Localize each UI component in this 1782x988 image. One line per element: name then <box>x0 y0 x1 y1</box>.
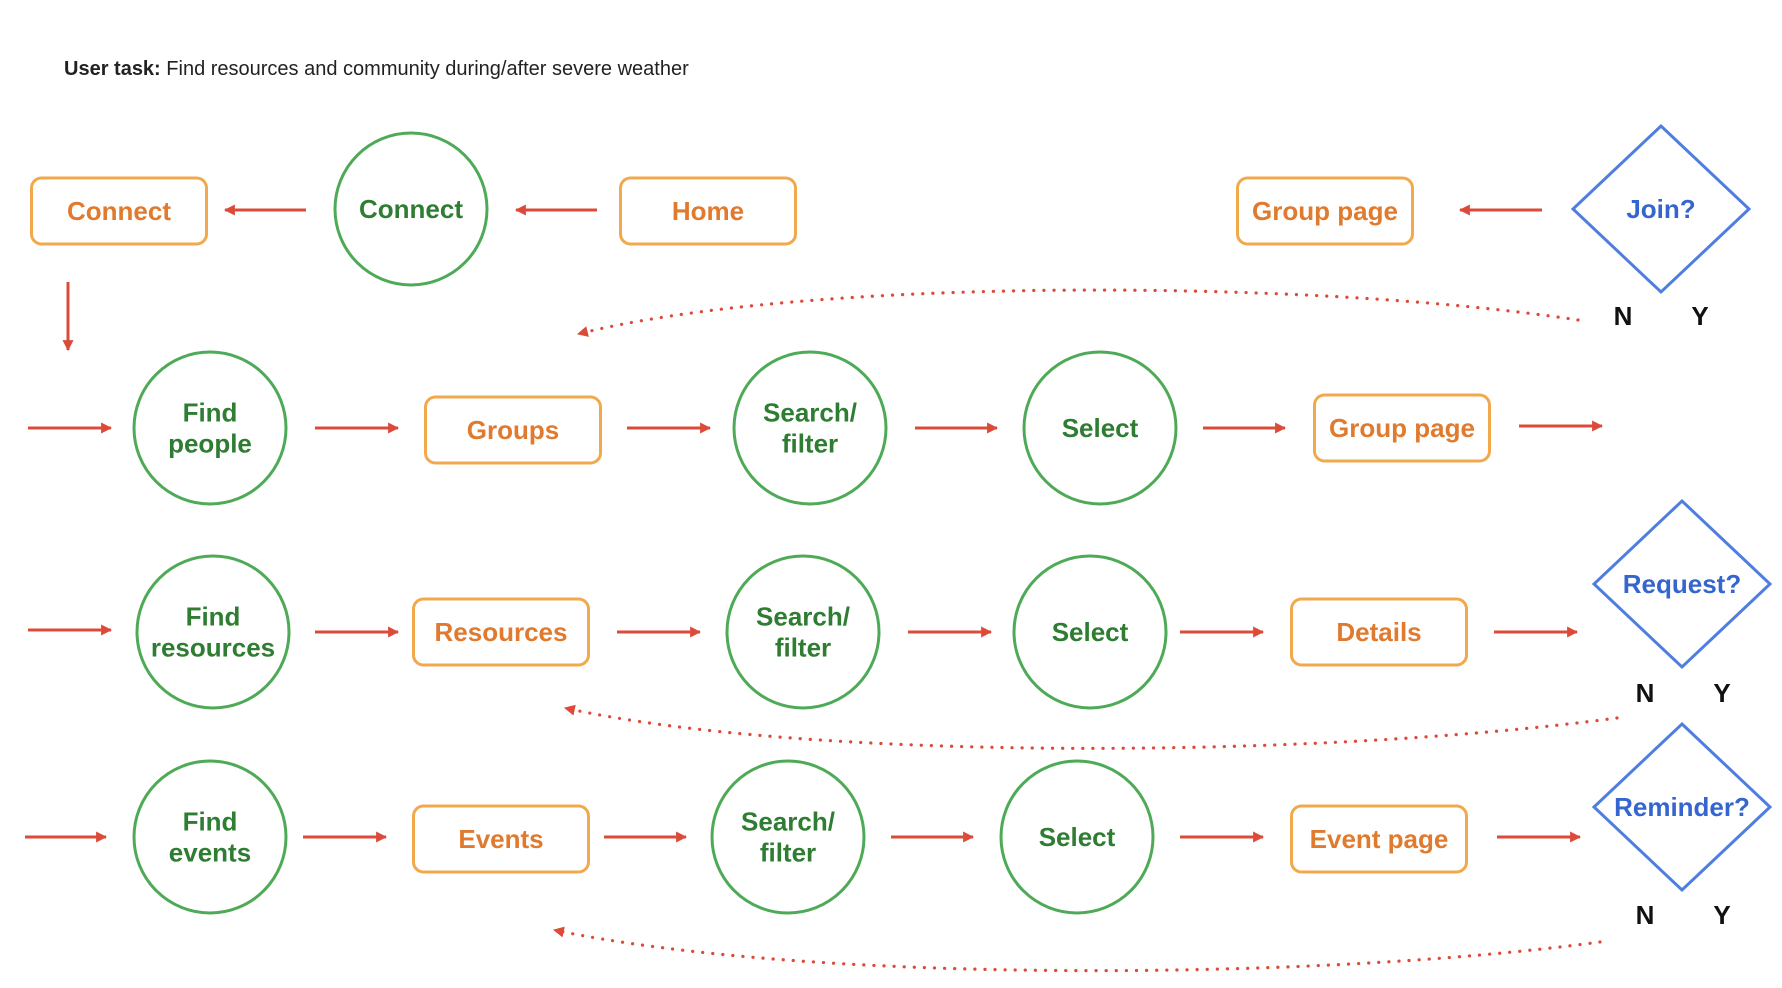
event-page-box: Event page <box>1290 804 1468 874</box>
search-filter-3-circle-label-1: Search/ <box>741 807 835 837</box>
group-page-row-box-label: Group page <box>1329 413 1475 443</box>
find-resources-circle-label-2: resources <box>151 632 275 662</box>
request-decision-yes-label: Y <box>1713 678 1730 708</box>
find-people-circle-label-2: people <box>168 428 252 458</box>
connect-action-circle-label: Connect <box>359 194 463 224</box>
dotted-join-no-to-groups <box>576 288 1580 337</box>
find-people-circle-label-1: Find <box>183 398 238 428</box>
groups-page-box: Groups <box>424 395 602 465</box>
events-page-box-label: Events <box>458 824 543 854</box>
search-filter-2-circle-label-2: filter <box>775 632 831 662</box>
request-decision-no-label: N <box>1636 678 1655 708</box>
resources-page-box: Resources <box>412 597 590 667</box>
user-task-text: Find resources and community during/afte… <box>166 58 689 80</box>
search-filter-1-circle: Search/filter <box>732 350 888 506</box>
resources-page-box-box <box>412 597 590 667</box>
reminder-decision: Reminder? N Y <box>1591 721 1773 930</box>
request-decision-label: Request? <box>1623 569 1741 599</box>
search-filter-3-circle-label-2: filter <box>760 837 816 867</box>
user-task-label: User task: <box>64 58 161 80</box>
details-page-box: Details <box>1290 597 1468 667</box>
join-decision-label: Join? <box>1626 194 1695 224</box>
select-2-circle: Select <box>1012 554 1168 710</box>
search-filter-1-circle-circle <box>732 350 888 506</box>
connect-page-box: Connect <box>30 176 208 246</box>
user-task-caption: User task: Find resources and community … <box>64 58 689 81</box>
request-decision: Request? N Y <box>1591 498 1773 708</box>
join-decision-yes-label: Y <box>1691 301 1708 331</box>
join-decision-diamond <box>1570 123 1752 295</box>
connect-action-circle-circle <box>333 131 489 287</box>
find-resources-circle-circle <box>135 554 291 710</box>
find-events-circle-label-1: Find <box>183 807 238 837</box>
select-1-circle: Select <box>1022 350 1178 506</box>
home-page-box-label: Home <box>672 196 744 226</box>
search-filter-2-circle: Search/filter <box>725 554 881 710</box>
group-page-top-box-label: Group page <box>1252 196 1398 226</box>
home-page-box-box <box>619 176 797 246</box>
connect-page-box-label: Connect <box>67 196 171 226</box>
select-1-circle-label: Select <box>1062 413 1139 443</box>
flow-arrows <box>25 204 1619 973</box>
home-page-box: Home <box>619 176 797 246</box>
search-filter-3-circle-circle <box>710 759 866 915</box>
groups-page-box-box <box>424 395 602 465</box>
event-page-box-label: Event page <box>1310 824 1449 854</box>
groups-page-box-label: Groups <box>467 415 559 445</box>
dotted-reminder-no-to-events <box>552 926 1602 973</box>
events-page-box: Events <box>412 804 590 874</box>
group-page-top-box: Group page <box>1236 176 1414 246</box>
request-decision-diamond <box>1591 498 1773 670</box>
reminder-decision-yes-label: Y <box>1713 900 1730 930</box>
find-people-circle-circle <box>132 350 288 506</box>
details-page-box-label: Details <box>1336 617 1421 647</box>
select-3-circle-label: Select <box>1039 822 1116 852</box>
connect-page-box-box <box>30 176 208 246</box>
group-page-row-box: Group page <box>1313 393 1491 463</box>
search-filter-2-circle-circle <box>725 554 881 710</box>
find-events-circle-circle <box>132 759 288 915</box>
group-page-row-box-box <box>1313 393 1491 463</box>
connect-action-circle: Connect <box>333 131 489 287</box>
select-2-circle-label: Select <box>1052 617 1129 647</box>
reminder-decision-label: Reminder? <box>1614 792 1750 822</box>
dotted-request-no-to-resources <box>563 704 1619 750</box>
reminder-decision-no-label: N <box>1636 900 1655 930</box>
event-page-box-box <box>1290 804 1468 874</box>
events-page-box-box <box>412 804 590 874</box>
find-events-circle-label-2: events <box>169 837 251 867</box>
join-decision: Join? N Y <box>1570 123 1752 331</box>
reminder-decision-diamond <box>1591 721 1773 893</box>
select-1-circle-circle <box>1022 350 1178 506</box>
search-filter-2-circle-label-1: Search/ <box>756 602 850 632</box>
search-filter-1-circle-label-2: filter <box>782 428 838 458</box>
find-resources-circle-label-1: Find <box>186 602 241 632</box>
select-3-circle: Select <box>999 759 1155 915</box>
select-2-circle-circle <box>1012 554 1168 710</box>
details-page-box-box <box>1290 597 1468 667</box>
search-filter-1-circle-label-1: Search/ <box>763 398 857 428</box>
group-page-top-box-box <box>1236 176 1414 246</box>
select-3-circle-circle <box>999 759 1155 915</box>
search-filter-3-circle: Search/filter <box>710 759 866 915</box>
resources-page-box-label: Resources <box>435 617 568 647</box>
join-decision-no-label: N <box>1614 301 1633 331</box>
